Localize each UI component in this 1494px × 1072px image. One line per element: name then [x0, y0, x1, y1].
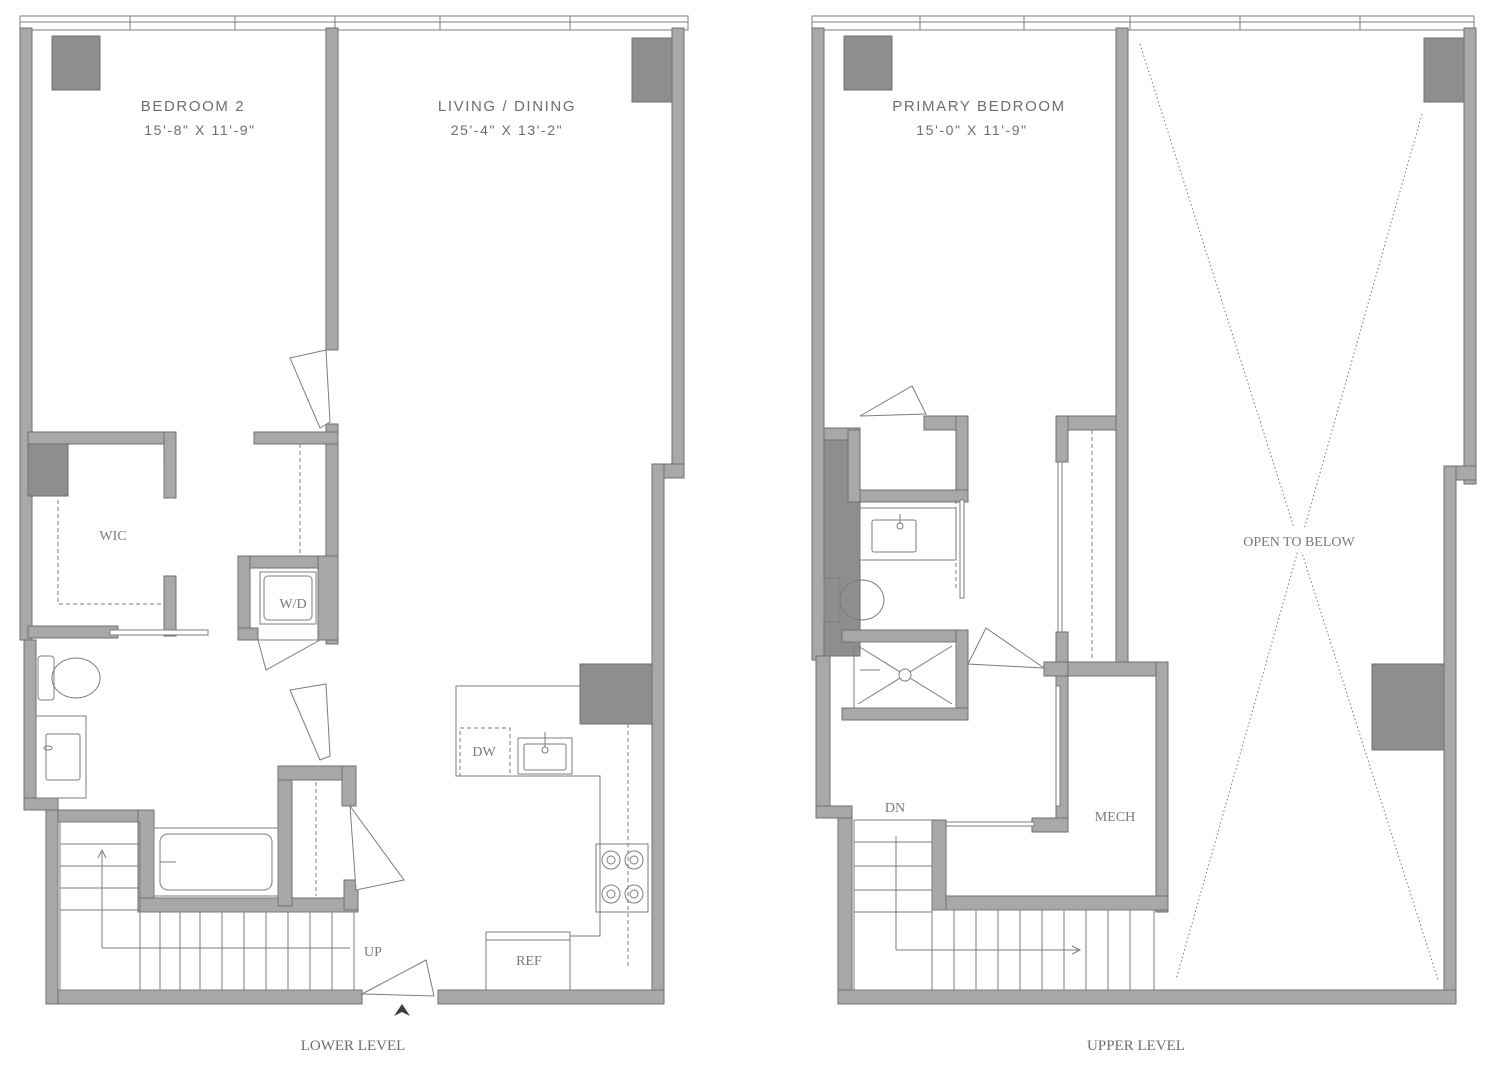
lower-partition-vertical — [325, 27, 339, 351]
wic-wall-right-bottom — [163, 575, 177, 637]
wic-wall-right-top — [163, 431, 177, 499]
ref-label: REF — [516, 954, 542, 969]
upper-wall-left-lower — [815, 655, 831, 817]
hall-closet-door[interactable] — [349, 804, 405, 891]
open-to-below-label: OPEN TO BELOW — [1243, 535, 1355, 550]
upper-wall-left-bottom — [837, 809, 853, 1005]
lower-level-plan: BEDROOM 2 15'-8" X 11'-9" LIVING / DININ… — [19, 15, 689, 1054]
shower-glass-panel — [959, 499, 965, 599]
mech-label: MECH — [1095, 810, 1135, 825]
upper-hall-wall-left-lower — [1055, 631, 1069, 663]
upper-column-2 — [1423, 37, 1465, 103]
bedroom-door[interactable] — [289, 349, 331, 429]
upper-stairs — [853, 819, 1155, 991]
bath-toilet-bowl — [51, 657, 101, 699]
bathtub — [153, 827, 279, 897]
hall-wall-right — [341, 765, 357, 807]
up-label: UP — [364, 945, 382, 960]
lower-stairs — [59, 821, 355, 991]
kitchen — [455, 685, 649, 991]
upper-toilet-bowl — [839, 579, 885, 621]
upper-hall-slider[interactable] — [1057, 461, 1063, 633]
lower-wall-left-lower — [23, 639, 37, 811]
lower-column-1 — [51, 35, 101, 91]
lower-wall-right-top — [671, 27, 685, 469]
mech-wall-right — [1155, 661, 1169, 913]
lower-wall-left-jog — [23, 797, 59, 811]
mech-wall-bottom — [931, 895, 1169, 911]
laundry-wall-stub — [237, 627, 259, 641]
upper-bath-door[interactable] — [967, 627, 1046, 669]
dishwasher — [459, 727, 511, 777]
entry-arrow-icon — [394, 1004, 410, 1016]
lower-wall-bottom-left — [45, 989, 363, 1005]
primary-bedroom-dims: 15'-0" X 11'-9" — [916, 122, 1027, 138]
bath-toilet-tank — [37, 655, 55, 701]
wic-label: WIC — [99, 529, 126, 544]
upper-wall-bottom — [837, 989, 1457, 1005]
upper-level-label: UPPER LEVEL — [1087, 1038, 1185, 1054]
lower-column-2 — [631, 37, 673, 103]
bedroom2-name: BEDROOM 2 — [141, 98, 245, 115]
shower-wall-top — [841, 629, 969, 643]
upper-wall-left-jog — [815, 805, 853, 819]
refrigerator — [485, 931, 571, 991]
shower — [853, 641, 957, 709]
washer-dryer — [259, 571, 317, 625]
wic-sliding-door[interactable] — [109, 629, 209, 636]
dw-label: DW — [472, 745, 496, 760]
lower-level-label: LOWER LEVEL — [301, 1038, 406, 1054]
upper-wall-right-bottom — [1443, 465, 1457, 1005]
wd-label: W/D — [279, 597, 306, 612]
upper-column-3 — [1371, 663, 1445, 751]
upper-closet-wall-right — [955, 415, 969, 501]
lower-column-3 — [579, 663, 653, 725]
entry-door[interactable] — [360, 959, 435, 997]
lower-wall-bottom-right — [437, 989, 665, 1005]
closet-wall-top — [253, 431, 339, 445]
hall-wall-left — [277, 765, 293, 907]
upper-vanity — [859, 507, 957, 561]
laundry-wall-right — [317, 555, 339, 641]
lower-wall-left-bottom — [45, 799, 59, 1005]
lower-window-band — [19, 15, 689, 31]
hall-wall-right-bottom — [343, 879, 359, 911]
upper-partition — [1115, 27, 1129, 663]
dn-label: DN — [885, 801, 905, 816]
upper-hall-wall-left — [1055, 415, 1069, 463]
mech-wall-inner-left — [931, 819, 947, 911]
upper-wall-left — [811, 27, 825, 661]
laundry-wall-left — [237, 555, 251, 641]
lower-wall-right-bottom — [651, 463, 665, 1005]
laundry-door[interactable] — [257, 639, 322, 671]
wic-wall-bottom — [27, 625, 119, 639]
lower-wall-left — [19, 27, 33, 641]
bath-vanity — [35, 715, 87, 799]
mech-slider-vertical[interactable] — [1055, 685, 1061, 807]
primary-bedroom-name: PRIMARY BEDROOM — [892, 98, 1065, 115]
upper-closet-wall-bottom — [859, 489, 969, 503]
open-to-below-diagonal-1 — [1139, 43, 1439, 981]
mech-slider-horizontal[interactable] — [945, 821, 1035, 827]
upper-closet-wall-left — [847, 429, 861, 503]
upper-closet-door[interactable] — [859, 385, 927, 417]
wic-wall-top — [27, 431, 177, 445]
mech-wall-stub — [1031, 817, 1069, 833]
bedroom2-dims: 15'-8" X 11'-9" — [144, 122, 255, 138]
range-cooktop — [595, 843, 649, 913]
mech-wall-top — [1067, 661, 1167, 677]
living-dims: 25'-4" X 13'-2" — [451, 122, 563, 138]
bathroom-door[interactable] — [289, 683, 331, 761]
upper-window-band — [811, 15, 1475, 31]
tub-wall-bottom — [137, 897, 359, 913]
living-name: LIVING / DINING — [438, 98, 576, 115]
upper-column-1 — [843, 35, 893, 91]
shower-wall-bottom — [841, 707, 969, 721]
shower-wall-right — [955, 629, 969, 721]
upper-wall-right-top — [1463, 27, 1477, 485]
upper-level-plan: PRIMARY BEDROOM 15'-0" X 11'-9" OPEN TO … — [811, 15, 1477, 1054]
